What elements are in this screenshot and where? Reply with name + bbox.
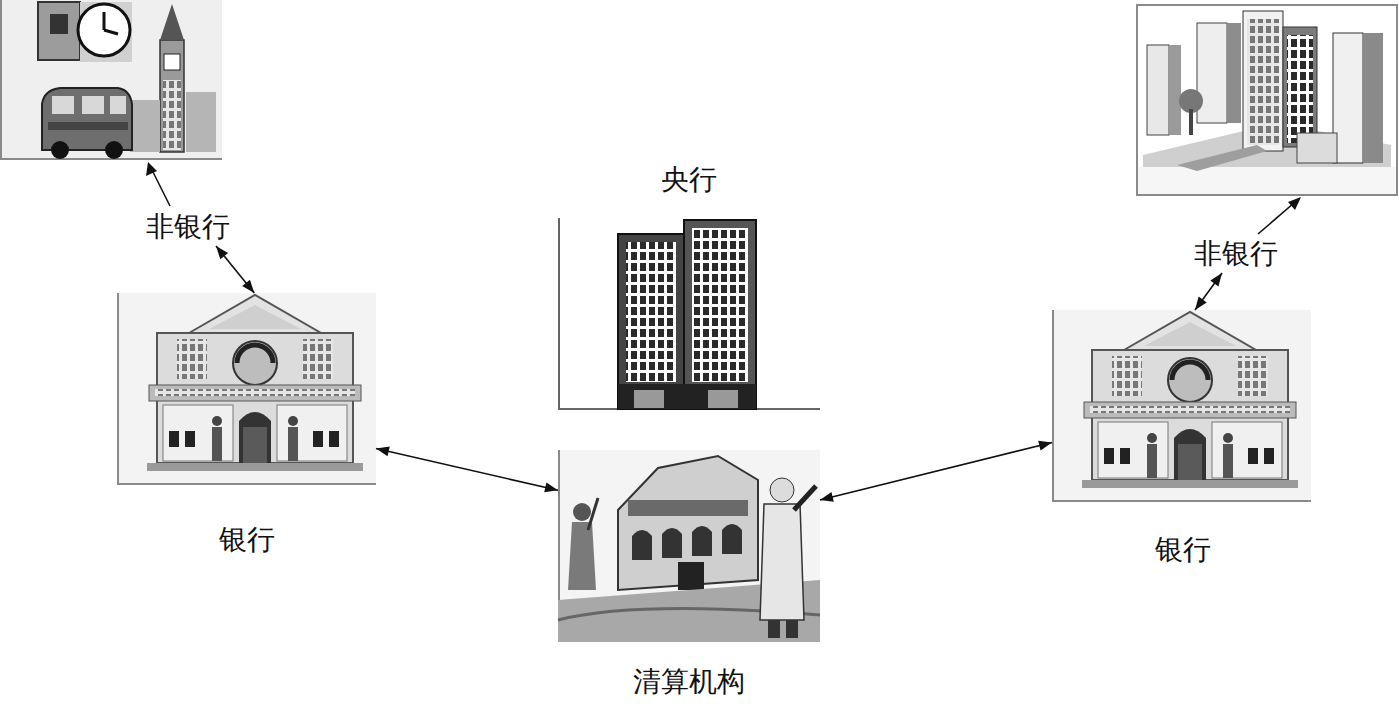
node-label: 非银行 <box>144 211 232 243</box>
node-label: 清算机构 <box>633 666 745 698</box>
connector-arrow <box>820 441 1052 502</box>
connector-arrow <box>1195 273 1222 310</box>
non-bank-picture: 非银行 <box>1137 5 1397 273</box>
non-bank-picture: 非银行 <box>0 0 240 246</box>
bank-picture: 银行 <box>117 293 376 485</box>
clearing-house-picture: 清算机构 <box>558 450 820 642</box>
connector-arrow <box>216 246 254 293</box>
bank-picture: 银行 <box>1052 310 1313 502</box>
node-label: 央行 <box>661 164 717 196</box>
node-label: 银行 <box>219 524 275 556</box>
central-bank-picture: 央行 <box>558 218 820 410</box>
node-label: 非银行 <box>1192 238 1280 270</box>
connector-arrow <box>376 447 558 493</box>
node-label: 银行 <box>1155 534 1211 566</box>
